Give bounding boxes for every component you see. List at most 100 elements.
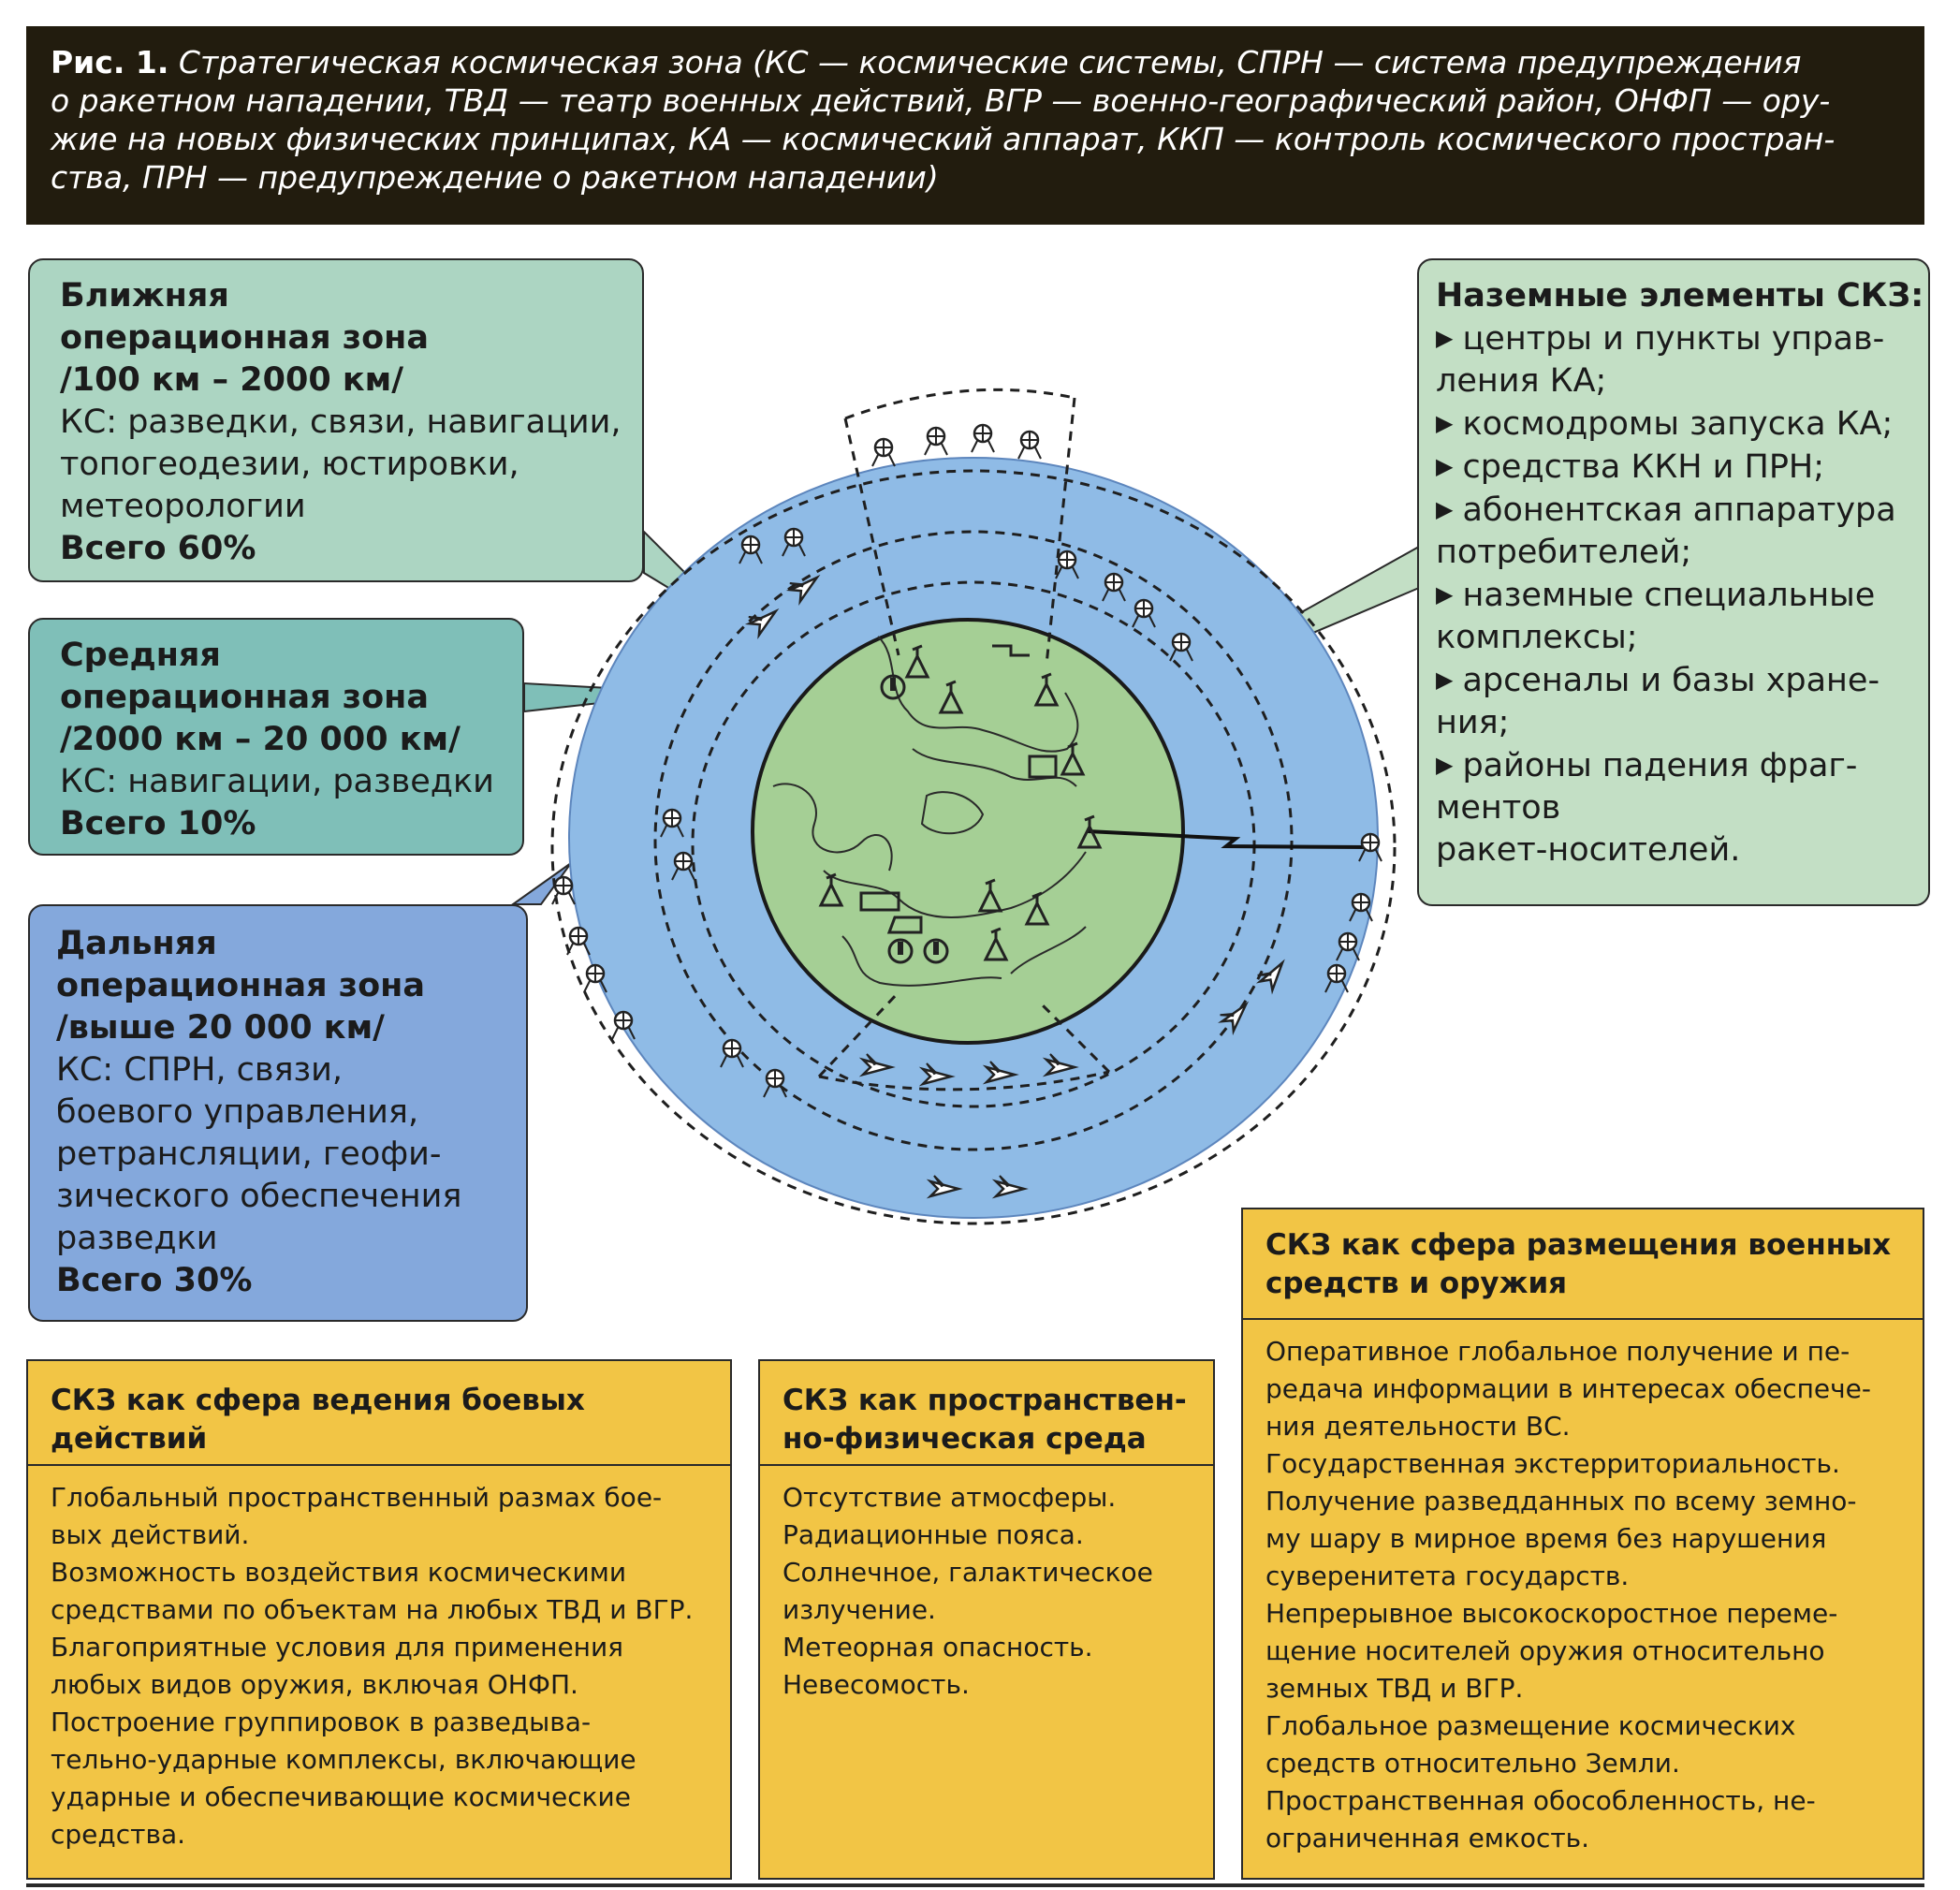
far-zone-text-3: ретрансляции, геофи- [56,1135,442,1173]
ground-element-item: ▶центры и пункты управ- [1436,317,1928,360]
mid-zone-title-2: операционная зона [60,679,429,716]
ground-element-item: ▶ районы падения фраг- [1436,744,1928,787]
placement-sphere-body-line: Глобальное размещение космических [1265,1710,1796,1741]
mid-zone-range: /2000 км – 20 000 км/ [60,721,461,758]
far-zone-title-2: операционная зона [56,967,425,1004]
physical-environment-body-line: Радиационные пояса. [783,1519,1084,1550]
far-zone-total: Всего 30% [56,1262,253,1299]
earth [751,618,1185,1045]
physical-environment-body-line: Отсутствие атмосферы. [783,1482,1117,1513]
physical-environment-body: Отсутствие атмосферы. Радиационные пояса.… [760,1466,1213,1704]
placement-sphere-body-line: средств относительно Земли. [1265,1748,1680,1779]
placement-sphere-body-line: земных ТВД и ВГР. [1265,1673,1524,1704]
near-zone-total: Всего 60% [60,530,256,567]
combat-sphere-body-line: Возможность воздействия космическими [51,1557,627,1588]
far-zone-text-5: разведки [56,1220,218,1257]
placement-sphere-body-line: щение носителей оружия относительно [1265,1635,1825,1666]
physical-environment-box: СКЗ как пространствен- но-физическая сре… [758,1359,1215,1880]
combat-sphere-body-line: любых видов оружия, включая ОНФП. [51,1669,578,1700]
figure-caption: Рис. 1. Стратегическая космическая зона … [26,26,1924,225]
ground-element-text: районы падения фраг- [1462,747,1858,784]
caption-line-3: жие на новых физических принципах, КА — … [51,121,1836,157]
ground-element-item: ▶ наземные специальные [1436,574,1928,617]
ground-element-item: ▶ абонентская аппаратура [1436,489,1928,532]
ground-element-text: арсеналы и базы хране- [1462,662,1880,699]
combat-sphere-body-line: ударные и обеспечивающие космические [51,1781,631,1812]
bullet-arrow-icon: ▶ [1436,453,1454,479]
combat-sphere-body-line: Построение группировок в разведыва- [51,1707,592,1737]
ground-element-text: ракет-носителей. [1436,831,1741,869]
combat-sphere-body-line: средства. [51,1819,186,1850]
physical-environment-title: СКЗ как пространствен- но-физическая сре… [760,1361,1213,1466]
near-zone-title-1: Ближняя [60,277,229,315]
combat-sphere-body-line: Благоприятные условия для применения [51,1632,624,1663]
ground-element-item: ▶ средства ККН и ПРН; [1436,446,1928,489]
ground-element-text: ния; [1436,704,1510,741]
mid-zone-text-1: КС: навигации, разведки [60,763,494,800]
caption-line-4: ства, ПРН — предупреждение о ракетном на… [51,159,939,196]
near-zone-title-2: операционная зона [60,319,429,357]
mid-orbit-path [653,530,1294,1151]
continent-outlines [772,636,1087,987]
placement-sphere-body-line: Непрерывное высокоскоростное переме- [1265,1598,1838,1629]
combat-sphere-body-line: вых действий. [51,1519,250,1550]
combat-sphere-body-line: Глобальный пространственный размах бое- [51,1482,663,1513]
placement-sphere-body-line: Получение разведданных по всему земно- [1265,1486,1857,1516]
placement-sphere-body-line: Пространственная обособленность, не- [1265,1785,1816,1816]
bullet-arrow-icon: ▶ [1436,752,1454,778]
ground-element-item: ментов [1436,787,1928,829]
physical-environment-body-line: Метеорная опасность. [783,1632,1093,1663]
ground-element-text: ментов [1436,789,1561,827]
ground-element-text: средства ККН и ПРН; [1462,448,1825,486]
far-orbit-path [550,469,1397,1225]
ground-element-item: ракет-носителей. [1436,829,1928,872]
placement-sphere-body: Оперативное глобальное получение и пе-ре… [1243,1320,1923,1857]
placement-sphere-body-line: му шару в мирное время без нарушения [1265,1523,1827,1554]
mid-zone-title-1: Средняя [60,637,221,674]
ground-element-text: потребителей; [1436,534,1692,571]
far-zone-text-2: боевого управления, [56,1093,419,1131]
ground-element-item: ▶ арсеналы и базы хране- [1436,659,1928,702]
far-zone-range: /выше 20 000 км/ [56,1009,385,1047]
far-zone-title-1: Дальняя [56,925,217,962]
near-orbit-path [691,580,1256,1108]
near-zone-box: Ближняя операционная зона /100 км – 2000… [28,258,644,582]
ground-element-text: комплексы; [1436,619,1638,656]
far-zone-text-4: зического обеспечения [56,1178,462,1215]
placement-sphere-body-line: ния деятельности ВС. [1265,1411,1571,1442]
bullet-arrow-icon: ▶ [1436,581,1454,608]
near-zone-range: /100 км – 2000 км/ [60,361,404,399]
caption-line-1: Рис. 1. Стратегическая космическая зона … [51,44,1802,81]
ground-element-item: комплексы; [1436,617,1928,659]
combat-sphere-box: СКЗ как сфера ведения боевых действий Гл… [26,1359,732,1880]
ground-element-text: наземные специальные [1462,577,1876,614]
near-zone-text-2: топогеодезии, юстировки, [60,446,519,483]
placement-sphere-body-line: редача информации в интересах обеспече- [1265,1373,1871,1404]
ground-elements-box: Наземные элементы СКЗ: ▶центры и пункты … [1417,258,1930,906]
mid-zone-box: Средняя операционная зона /2000 км – 20 … [28,618,524,856]
ground-element-item: ▶ космодромы запуска КА; [1436,403,1928,446]
ground-elements-title: Наземные элементы СКЗ: [1436,277,1924,315]
placement-sphere-body-line: суверенитета государств. [1265,1560,1630,1591]
placement-sphere-body-line: ограниченная емкость. [1265,1823,1590,1853]
ground-elements-list: ▶центры и пункты управ-ления КА; ▶ космодр… [1436,317,1928,872]
placement-sphere-body-line: Государственная экстерриториальность. [1265,1448,1840,1479]
radio-link [1087,829,1369,849]
physical-environment-body-line: Невесомость. [783,1669,970,1700]
ground-element-text: абонентская аппаратура [1462,491,1896,529]
physical-environment-body-line: Солнечное, галактическое [783,1557,1153,1588]
combat-sphere-body-line: тельно-ударные комплексы, включающие [51,1744,636,1775]
ground-element-item: ния; [1436,702,1928,744]
bullet-arrow-icon: ▶ [1436,410,1454,436]
near-zone-text-1: КС: разведки, связи, навигации, [60,403,622,441]
ground-element-text: ления КА; [1436,362,1607,400]
physical-environment-body-line: излучение. [783,1594,936,1625]
ground-element-text: космодромы запуска КА; [1462,405,1894,443]
bullet-arrow-icon: ▶ [1436,496,1454,522]
sector-lines [817,388,1111,1092]
bullet-arrow-icon: ▶ [1436,667,1454,693]
near-zone-text-3: метеорологии [60,488,306,525]
ground-stations [819,644,1102,964]
combat-sphere-title: СКЗ как сфера ведения боевых действий [28,1361,730,1466]
